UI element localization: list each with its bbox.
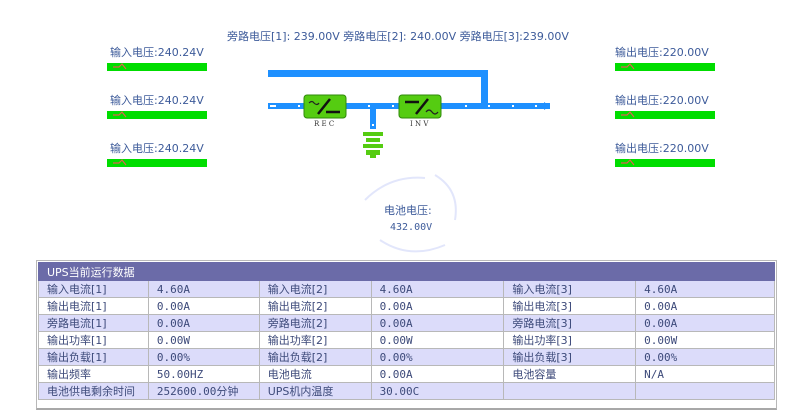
- metric-label: 输出频率: [38, 365, 149, 383]
- metric-label: UPS机内温度: [258, 382, 372, 400]
- input-voltage-2-bar: [107, 111, 207, 119]
- metric-value: 252600.00分钟: [147, 382, 260, 400]
- inv-label: I N V: [410, 120, 429, 128]
- metric-value: 4.60A: [147, 280, 260, 298]
- metric-value: 0.00%: [370, 348, 505, 366]
- output-voltage-1-label: 输出电压:220.00V: [615, 46, 709, 59]
- metric-label: 电池供电剩余时间: [38, 382, 149, 400]
- battery-voltage-label: 电池电压:: [384, 204, 432, 217]
- output-voltage-2-bar: [615, 111, 715, 119]
- output-arrow-icon: [544, 102, 550, 110]
- rec-label: R E C: [314, 120, 334, 128]
- output-voltage-2-label: 输出电压:220.00V: [615, 94, 709, 107]
- rectifier-module: [303, 94, 347, 119]
- metric-label: 输出负载[2]: [258, 348, 372, 366]
- table-row: 输出负载[1]0.00%输出负载[2]0.00%输出负载[3]0.00%: [38, 348, 775, 366]
- metric-label: 输入电流[2]: [258, 280, 372, 298]
- battery-branch-line: [370, 109, 376, 129]
- table-title-row: UPS当前运行数据: [38, 262, 775, 281]
- metric-label: 电池容量: [503, 365, 637, 383]
- sine-wave-icon: [621, 63, 635, 70]
- input-voltage-1-label: 输入电压:240.24V: [110, 46, 204, 59]
- sine-wave-icon: [113, 111, 127, 118]
- metric-value: 0.00A: [370, 365, 505, 383]
- metric-label: 输出功率[1]: [38, 331, 149, 349]
- metric-label: [503, 382, 637, 400]
- output-voltage-1-bar: [615, 63, 715, 71]
- metric-value: 0.00A: [147, 297, 260, 315]
- metric-label: 旁路电流[3]: [503, 314, 637, 332]
- battery-decoration: [364, 174, 457, 253]
- metric-label: 旁路电流[1]: [38, 314, 149, 332]
- input-voltage-2-label: 输入电压:240.24V: [110, 94, 204, 107]
- metric-label: 输出负载[1]: [38, 348, 149, 366]
- metric-label: 输出电流[2]: [258, 297, 372, 315]
- sine-wave-icon: [621, 159, 635, 166]
- metric-value: N/A: [635, 365, 775, 383]
- bypass-drop-line: [481, 70, 488, 106]
- ups-flow-diagram: R E C I N V: [268, 70, 550, 158]
- sine-wave-icon: [621, 111, 635, 118]
- metric-label: 输出功率[2]: [258, 331, 372, 349]
- metric-value: 0.00A: [635, 314, 775, 332]
- metric-value: 0.00A: [635, 297, 775, 315]
- output-voltage-3-label: 输出电压:220.00V: [615, 142, 709, 155]
- metric-label: 输出电流[1]: [38, 297, 149, 315]
- metric-value: 30.00C: [370, 382, 505, 400]
- metric-label: 电池电流: [258, 365, 372, 383]
- metric-value: 0.00%: [147, 348, 260, 366]
- metric-value: 4.60A: [370, 280, 505, 298]
- metric-value: 0.00W: [370, 331, 505, 349]
- bypass-line: [268, 70, 488, 77]
- metric-value: 0.00A: [370, 314, 505, 332]
- table-title: UPS当前运行数据: [38, 262, 775, 281]
- metric-value: 0.00%: [635, 348, 775, 366]
- input-voltage-1-bar: [107, 63, 207, 71]
- input-voltage-3-label: 输入电压:240.24V: [110, 142, 204, 155]
- metric-label: 旁路电流[2]: [258, 314, 372, 332]
- metric-label: 输出功率[3]: [503, 331, 637, 349]
- sine-wave-icon: [113, 159, 127, 166]
- metric-value: 0.00A: [370, 297, 505, 315]
- metric-label: 输出负载[3]: [503, 348, 637, 366]
- metric-label: 输出电流[3]: [503, 297, 637, 315]
- bypass-voltage-readout: 旁路电压[1]: 239.00V 旁路电压[2]: 240.00V 旁路电压[3…: [227, 30, 569, 43]
- metric-value: 0.00A: [147, 314, 260, 332]
- metric-label: 输入电流[3]: [503, 280, 637, 298]
- battery-voltage-value: 432.00V: [390, 222, 433, 233]
- metric-value: 0.00W: [147, 331, 260, 349]
- metric-value: 4.60A: [635, 280, 775, 298]
- sine-wave-icon: [113, 63, 127, 70]
- metric-value: [635, 382, 775, 400]
- metric-value: 50.00HZ: [147, 365, 260, 383]
- output-voltage-3-bar: [615, 159, 715, 167]
- metric-label: 输入电流[1]: [38, 280, 149, 298]
- inverter-module: [398, 94, 442, 119]
- battery-icon: [363, 132, 383, 158]
- metric-value: 0.00W: [635, 331, 775, 349]
- input-voltage-3-bar: [107, 159, 207, 167]
